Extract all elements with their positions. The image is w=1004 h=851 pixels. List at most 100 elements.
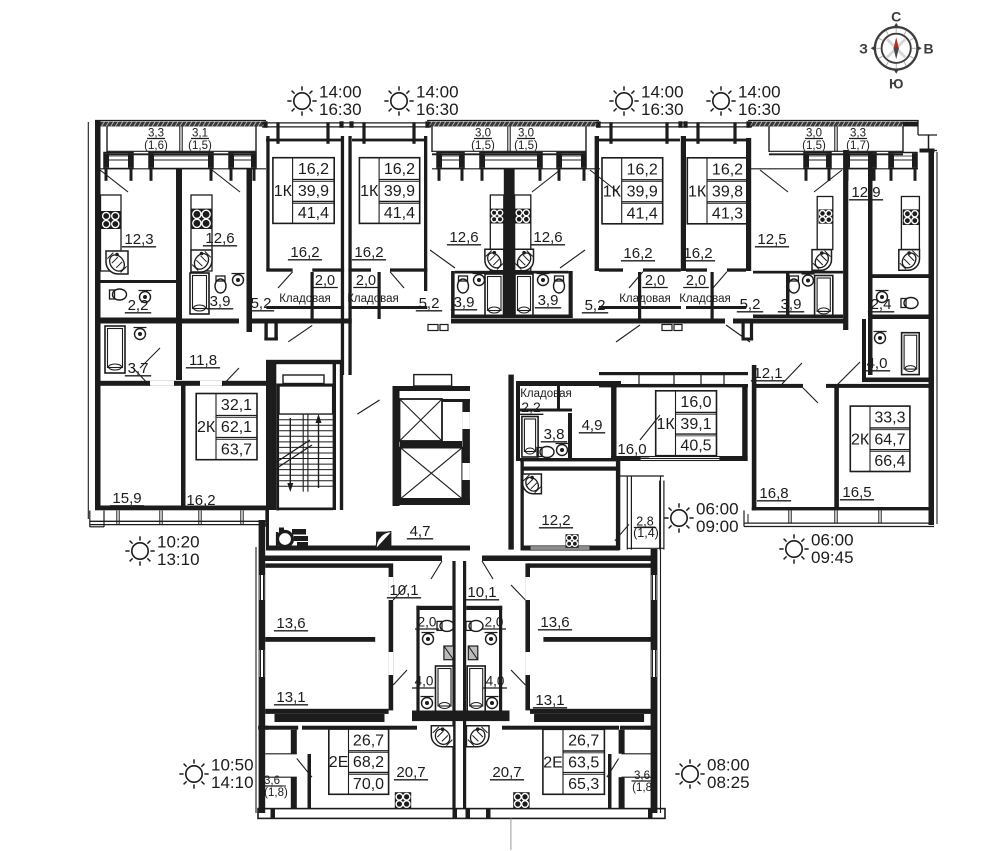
svg-text:14:00: 14:00 bbox=[641, 83, 684, 102]
svg-text:3,3: 3,3 bbox=[148, 128, 164, 140]
svg-text:4,0: 4,0 bbox=[415, 674, 434, 689]
svg-text:13,1: 13,1 bbox=[535, 692, 564, 709]
svg-text:(1,8): (1,8) bbox=[264, 787, 288, 799]
svg-text:14:00: 14:00 bbox=[738, 83, 781, 102]
svg-text:12,6: 12,6 bbox=[449, 229, 478, 246]
svg-text:16,8: 16,8 bbox=[759, 485, 788, 502]
svg-text:2К: 2К bbox=[197, 419, 216, 436]
svg-text:3,1: 3,1 bbox=[192, 128, 208, 140]
svg-text:41,4: 41,4 bbox=[384, 205, 415, 222]
svg-text:(1,4): (1,4) bbox=[633, 526, 659, 540]
svg-text:(1,6): (1,6) bbox=[144, 140, 168, 152]
svg-text:16,0: 16,0 bbox=[680, 394, 711, 411]
svg-text:12,1: 12,1 bbox=[753, 365, 782, 382]
svg-text:16,2: 16,2 bbox=[298, 161, 329, 178]
svg-text:3,0: 3,0 bbox=[475, 128, 491, 140]
svg-text:06:00: 06:00 bbox=[811, 531, 854, 550]
svg-text:2Е: 2Е bbox=[543, 754, 563, 771]
svg-text:2,2: 2,2 bbox=[521, 399, 541, 415]
svg-text:12,2: 12,2 bbox=[541, 512, 570, 529]
svg-text:(1,5): (1,5) bbox=[471, 140, 495, 152]
svg-text:(1,5): (1,5) bbox=[188, 140, 212, 152]
svg-text:39,9: 39,9 bbox=[627, 183, 658, 200]
svg-text:Кладовая: Кладовая bbox=[679, 293, 731, 305]
svg-text:64,7: 64,7 bbox=[874, 431, 905, 448]
svg-text:40,5: 40,5 bbox=[680, 438, 711, 455]
svg-text:16,2: 16,2 bbox=[384, 161, 415, 178]
svg-text:З: З bbox=[859, 41, 868, 57]
svg-text:3,0: 3,0 bbox=[806, 128, 822, 140]
svg-text:В: В bbox=[923, 41, 933, 57]
svg-text:09:45: 09:45 bbox=[811, 548, 854, 567]
svg-text:10:20: 10:20 bbox=[157, 533, 200, 552]
svg-text:(1,5): (1,5) bbox=[802, 140, 826, 152]
svg-text:08:00: 08:00 bbox=[707, 756, 750, 775]
svg-text:39,9: 39,9 bbox=[298, 183, 329, 200]
svg-text:3,9: 3,9 bbox=[538, 292, 559, 309]
svg-text:14:00: 14:00 bbox=[416, 83, 459, 102]
svg-text:20,7: 20,7 bbox=[396, 764, 425, 781]
svg-text:Кладовая: Кладовая bbox=[347, 293, 399, 305]
svg-text:3,9: 3,9 bbox=[454, 294, 475, 311]
svg-text:3,8: 3,8 bbox=[544, 426, 565, 443]
svg-text:16:30: 16:30 bbox=[416, 100, 459, 119]
svg-text:41,3: 41,3 bbox=[712, 205, 743, 222]
svg-text:12,6: 12,6 bbox=[533, 229, 562, 246]
svg-text:16,2: 16,2 bbox=[354, 244, 383, 261]
svg-text:70,0: 70,0 bbox=[353, 776, 384, 793]
svg-text:16,2: 16,2 bbox=[186, 492, 215, 509]
svg-text:5,2: 5,2 bbox=[740, 296, 761, 313]
svg-text:2Е: 2Е bbox=[329, 754, 349, 771]
svg-text:32,1: 32,1 bbox=[221, 397, 252, 414]
svg-text:26,7: 26,7 bbox=[568, 733, 599, 750]
svg-text:14:10: 14:10 bbox=[211, 773, 254, 792]
svg-text:16,2: 16,2 bbox=[712, 161, 743, 178]
svg-text:66,4: 66,4 bbox=[874, 453, 905, 470]
svg-text:06:00: 06:00 bbox=[696, 500, 739, 519]
svg-text:2,0: 2,0 bbox=[645, 273, 665, 289]
svg-text:12,3: 12,3 bbox=[124, 231, 153, 248]
svg-text:16,2: 16,2 bbox=[623, 245, 652, 262]
svg-text:5,2: 5,2 bbox=[419, 295, 440, 312]
svg-text:2,0: 2,0 bbox=[315, 273, 335, 289]
svg-text:20,7: 20,7 bbox=[492, 764, 521, 781]
svg-text:2,0: 2,0 bbox=[686, 273, 706, 289]
svg-text:3,9: 3,9 bbox=[210, 293, 231, 310]
svg-text:16:30: 16:30 bbox=[738, 100, 781, 119]
svg-text:2,8: 2,8 bbox=[636, 514, 653, 528]
svg-text:13,6: 13,6 bbox=[540, 614, 569, 631]
svg-text:5,2: 5,2 bbox=[251, 295, 272, 312]
svg-text:11,8: 11,8 bbox=[189, 352, 217, 369]
svg-text:68,2: 68,2 bbox=[353, 754, 384, 771]
svg-text:16,2: 16,2 bbox=[683, 245, 712, 262]
svg-text:С: С bbox=[891, 9, 901, 25]
svg-text:13:10: 13:10 bbox=[157, 550, 200, 569]
svg-text:10,1: 10,1 bbox=[467, 584, 496, 601]
svg-text:16,5: 16,5 bbox=[842, 484, 871, 501]
svg-text:2К: 2К bbox=[851, 431, 870, 448]
svg-text:Кладовая: Кладовая bbox=[279, 293, 331, 305]
svg-text:13,6: 13,6 bbox=[276, 615, 305, 632]
svg-text:3,6: 3,6 bbox=[264, 775, 280, 787]
svg-text:(1,8): (1,8) bbox=[632, 782, 656, 794]
svg-text:62,1: 62,1 bbox=[221, 419, 252, 436]
svg-text:4,0: 4,0 bbox=[867, 355, 888, 372]
svg-text:3,6: 3,6 bbox=[634, 770, 650, 782]
svg-text:4,7: 4,7 bbox=[410, 523, 431, 540]
svg-text:14:00: 14:00 bbox=[319, 83, 362, 102]
svg-text:39,1: 39,1 bbox=[680, 416, 711, 433]
svg-text:10:50: 10:50 bbox=[211, 756, 254, 775]
svg-text:16:30: 16:30 bbox=[641, 100, 684, 119]
svg-text:08:25: 08:25 bbox=[707, 773, 750, 792]
svg-text:16:30: 16:30 bbox=[319, 100, 362, 119]
svg-text:39,9: 39,9 bbox=[384, 183, 415, 200]
svg-text:41,4: 41,4 bbox=[298, 205, 329, 222]
svg-text:41,4: 41,4 bbox=[627, 205, 658, 222]
svg-text:2,0: 2,0 bbox=[356, 273, 376, 289]
svg-text:16,2: 16,2 bbox=[627, 161, 658, 178]
svg-text:12,9: 12,9 bbox=[851, 184, 880, 201]
svg-text:3,3: 3,3 bbox=[850, 128, 866, 140]
svg-text:3,9: 3,9 bbox=[781, 296, 802, 313]
svg-text:4,0: 4,0 bbox=[486, 674, 505, 689]
svg-text:1К: 1К bbox=[603, 183, 622, 200]
